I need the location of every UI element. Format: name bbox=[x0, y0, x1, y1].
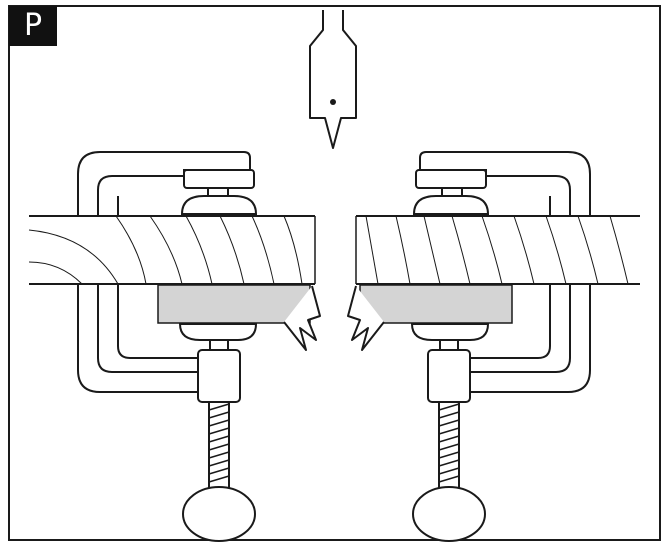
board-left-icon bbox=[28, 215, 316, 285]
outer-border bbox=[8, 5, 661, 541]
board-right-icon bbox=[355, 215, 640, 285]
scrap-block-left-icon bbox=[157, 284, 321, 351]
c-clamp-left-icon bbox=[77, 151, 258, 542]
spade-drill-bit-icon bbox=[309, 10, 357, 149]
panel-label: P bbox=[9, 6, 57, 46]
c-clamp-right-icon bbox=[410, 151, 591, 542]
scrap-block-right-icon bbox=[347, 284, 513, 351]
